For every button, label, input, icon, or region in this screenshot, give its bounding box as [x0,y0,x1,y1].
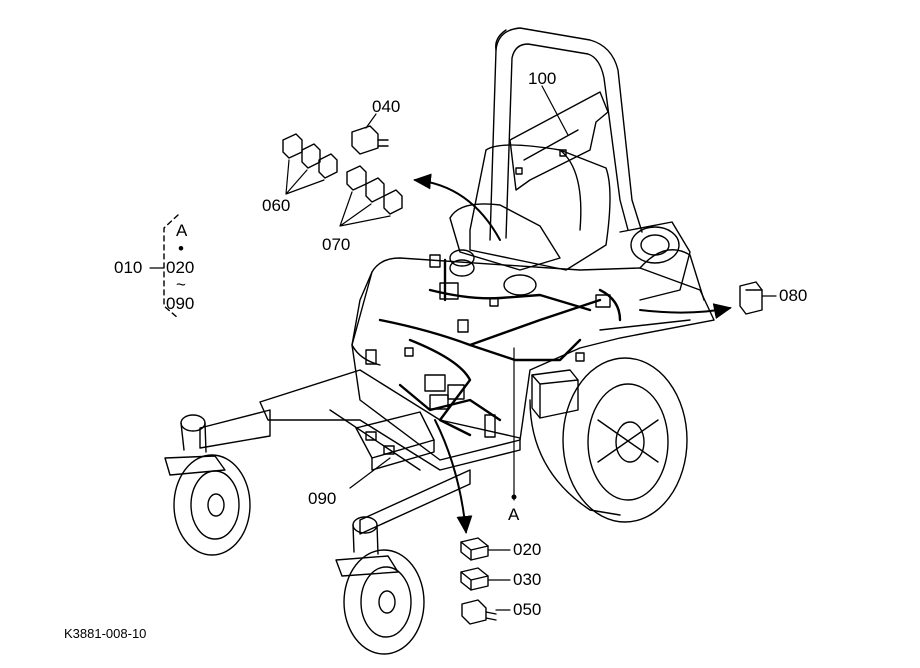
range-end-090: 090 [166,294,195,313]
battery [531,369,579,419]
wire-harness [378,258,622,437]
callout-080: 080 [779,286,808,305]
callout-100: 100 [528,69,557,88]
reference-point-a [511,494,517,500]
front-left-wheel [164,414,251,556]
connector-020 [460,537,489,561]
relay-cluster [424,374,496,438]
relay-050 [461,599,497,625]
reference-label-a-bottom: A [508,505,520,524]
callout-020: 020 [513,540,542,559]
fuses-070 [346,165,403,215]
callout-010: 010 [114,258,143,277]
range-start-020: 020 [166,258,195,277]
callout-070: 070 [322,235,351,254]
bracket-100 [509,91,609,191]
reference-label-a-top: A [176,221,188,240]
harness-components [365,249,611,365]
leader-lines [149,85,777,611]
fuses-060 [282,133,338,179]
connector-030 [460,567,489,591]
control-box-090 [355,411,435,471]
range-dot: • [178,239,184,258]
callout-090: 090 [308,489,337,508]
rear-wheel [529,357,688,523]
callout-050: 050 [513,600,542,619]
relay-040 [351,125,389,155]
seat [449,144,611,271]
figure-code: K3881-008-10 [64,626,147,641]
callout-040: 040 [372,97,401,116]
callout-060: 060 [262,196,291,215]
engine [619,221,691,301]
range-tilde: ~ [176,275,186,294]
pointer-arrows [413,173,732,534]
range-bracket [163,214,179,319]
rops-frame [489,27,643,241]
callout-030: 030 [513,570,542,589]
connector-080 [739,281,763,315]
front-right-wheel [335,516,425,655]
mower-body [351,249,715,461]
